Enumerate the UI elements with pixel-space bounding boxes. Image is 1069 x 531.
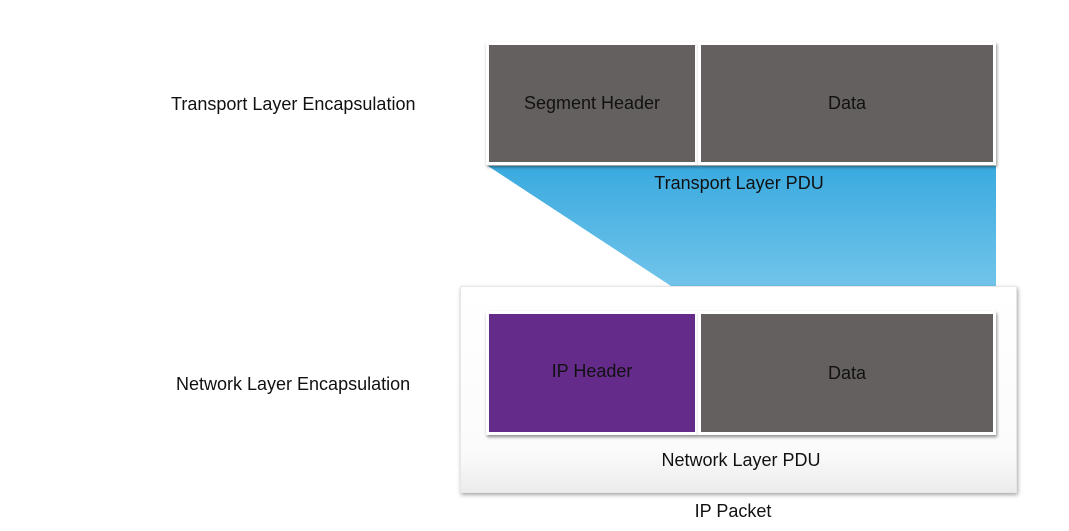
- transport-layer-pdu-caption: Transport Layer PDU: [654, 173, 824, 193]
- network-data-text: Data: [827, 362, 867, 383]
- network-layer-pdu-caption: Network Layer PDU: [661, 450, 821, 470]
- transport-data-text: Data: [827, 93, 867, 113]
- network-data-block: Data: [698, 311, 996, 435]
- network-layer-encapsulation-label: Network Layer Encapsulation: [176, 374, 411, 394]
- ip-header-text: IP Header: [551, 360, 633, 381]
- transport-data-block: Data: [698, 42, 996, 165]
- funnel-shape: [488, 166, 996, 309]
- transport-layer-encapsulation-label: Transport Layer Encapsulation: [171, 94, 416, 114]
- segment-header-text: Segment Header: [523, 93, 661, 113]
- ip-packet-caption: IP Packet: [694, 501, 772, 521]
- segment-header-block: Segment Header: [486, 42, 698, 165]
- ip-header-block: IP Header: [486, 311, 698, 435]
